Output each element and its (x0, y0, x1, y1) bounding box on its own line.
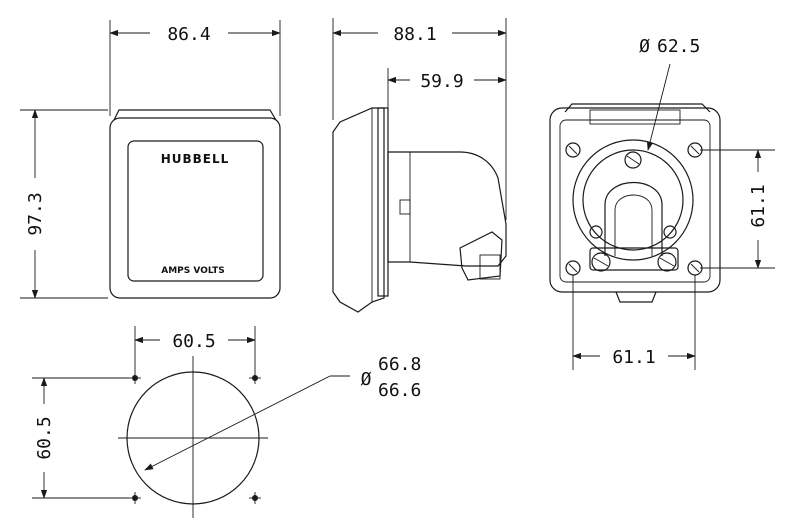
cutout-vertical-dim: 60.5 (34, 416, 55, 459)
side-receptacle-body (387, 151, 507, 267)
front-view: HUBBELL AMPS VOLTS 86.4 97.3 (20, 20, 281, 299)
cutout-diameter-symbol: Ø (361, 369, 372, 390)
front-top-cap (113, 109, 277, 121)
rear-connector-inner (614, 194, 653, 256)
cutout-hole-tl (129, 372, 141, 384)
side-mounting-plate (377, 107, 389, 297)
rear-hinge-block (589, 109, 681, 125)
rear-left-screw (589, 225, 603, 239)
side-latch (399, 199, 411, 215)
side-nut (479, 254, 501, 280)
panel-cutout: 60.5 60.5 Ø 66.8 66.6 (32, 326, 421, 518)
amps-volts-label: AMPS VOLTS (161, 266, 224, 276)
rear-horizontal-spacing-dim: 61.1 (612, 347, 655, 368)
rear-bottom-tab (615, 291, 657, 303)
cutout-horizontal-dim: 60.5 (172, 331, 215, 352)
cutout-diameter-max: 66.8 (378, 354, 421, 375)
rear-body-ring (582, 149, 684, 251)
side-cover-flap (332, 107, 385, 313)
front-height-dim: 97.3 (25, 192, 46, 235)
rear-outer-frame (549, 107, 721, 293)
front-width-dim: 86.4 (167, 24, 210, 45)
rear-top-screw (624, 151, 642, 169)
rear-diameter-leader (646, 63, 671, 151)
rear-view: Ø 62.5 61.1 61.1 (549, 36, 775, 370)
cutout-hole-bl (129, 492, 141, 504)
rear-hole-tl (565, 142, 581, 158)
side-cable-collar (459, 231, 503, 281)
cutout-hole-tr (249, 372, 261, 384)
rear-diameter-dim: 62.5 (657, 36, 700, 57)
cutout-diameter-min: 66.6 (378, 380, 421, 401)
rear-bottom-bar (589, 247, 679, 271)
rear-vertical-spacing-dim: 61.1 (748, 184, 769, 227)
rear-flange-ring (572, 139, 694, 261)
front-cover-window (127, 140, 264, 282)
side-body-dim: 59.9 (420, 71, 463, 92)
rear-bottom-right-screw (657, 252, 677, 272)
rear-bottom-left-screw (591, 252, 611, 272)
cutout-diameter-leader (144, 375, 331, 471)
brand-logo: HUBBELL (161, 152, 230, 166)
front-outer-frame (109, 117, 281, 299)
rear-right-screw (663, 225, 677, 239)
rear-inner-frame (559, 119, 711, 283)
cutout-hole-br (249, 492, 261, 504)
side-depth-dim: 88.1 (393, 24, 436, 45)
rear-diameter-symbol: Ø (639, 36, 650, 57)
side-view: 88.1 59.9 (332, 18, 507, 313)
rear-connector-channel (604, 182, 663, 256)
